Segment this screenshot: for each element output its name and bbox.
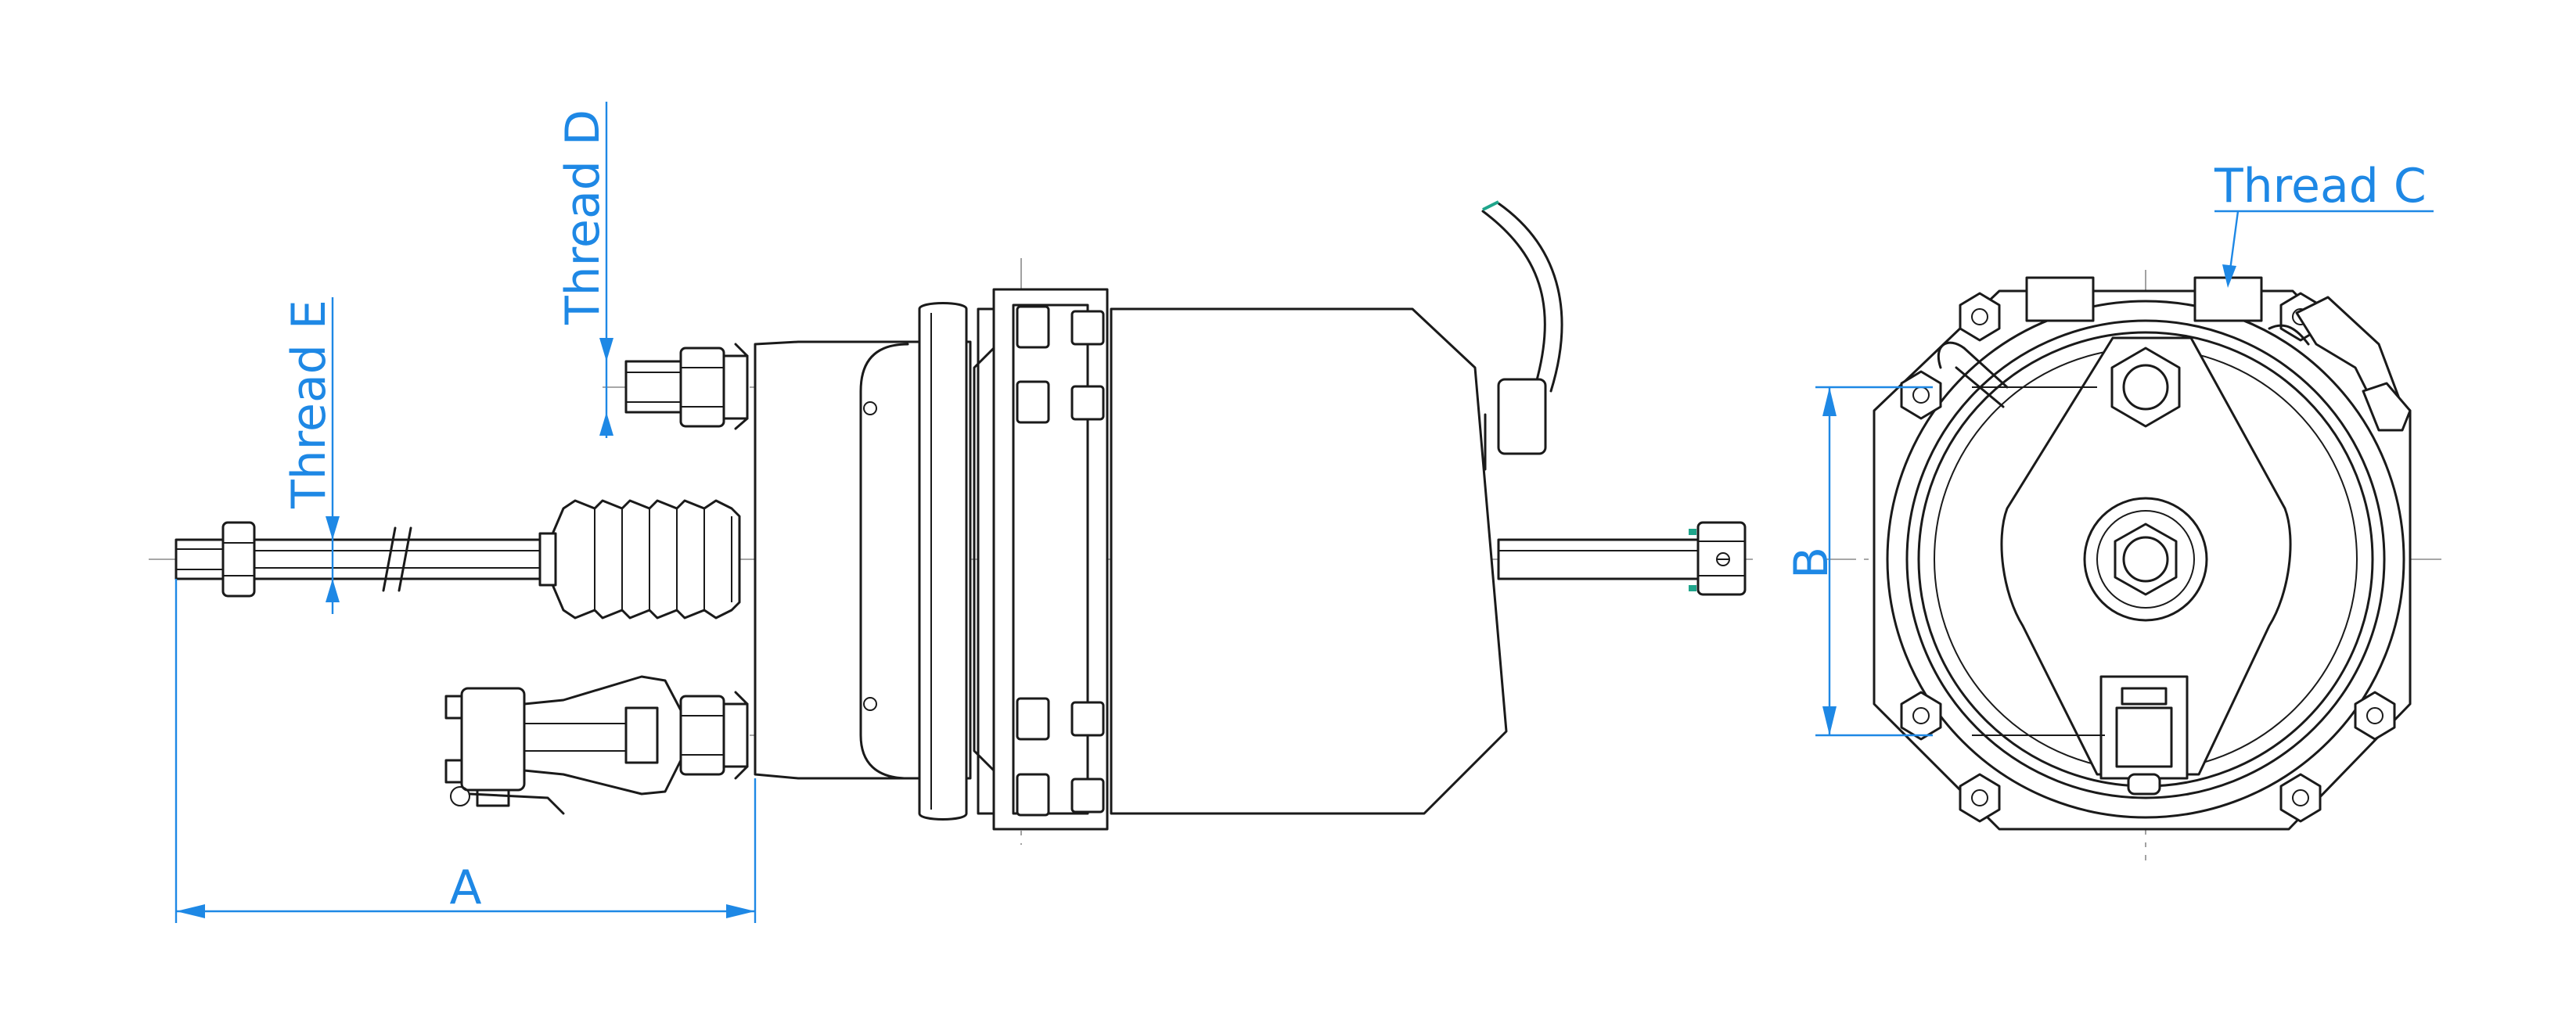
dimension-a-label: A (449, 860, 481, 915)
dimension-a (174, 579, 757, 923)
dust-boot (550, 499, 741, 620)
end-view: B Thread C (1784, 159, 2449, 860)
dimension-b-label: B (1784, 547, 1839, 579)
flange-bolts (1016, 305, 1105, 817)
spring-chamber-body (1110, 307, 1508, 815)
housing-bolts (1900, 292, 2396, 823)
upper-stud (624, 343, 749, 430)
air-hose (1481, 210, 1546, 393)
thread-c-leader (2214, 210, 2434, 288)
thread-e-leader (326, 297, 340, 614)
clamp-ring (973, 288, 1109, 831)
side-view: A Thread E Thread D (149, 102, 1753, 923)
thread-e-label: Thread E (282, 300, 336, 509)
lower-stud-clevis (444, 675, 749, 815)
chamber-flange (918, 302, 968, 821)
piston-rod (253, 526, 557, 592)
rod-end-nut (1689, 521, 1747, 596)
thread-d-leader (599, 102, 613, 438)
service-chamber-body (754, 340, 972, 780)
rod-threaded-end (174, 521, 256, 598)
thread-d-label: Thread D (556, 110, 610, 325)
push-rod (1497, 538, 1704, 580)
dimension-b (1815, 386, 1933, 737)
thread-c-label: Thread C (2214, 159, 2427, 214)
